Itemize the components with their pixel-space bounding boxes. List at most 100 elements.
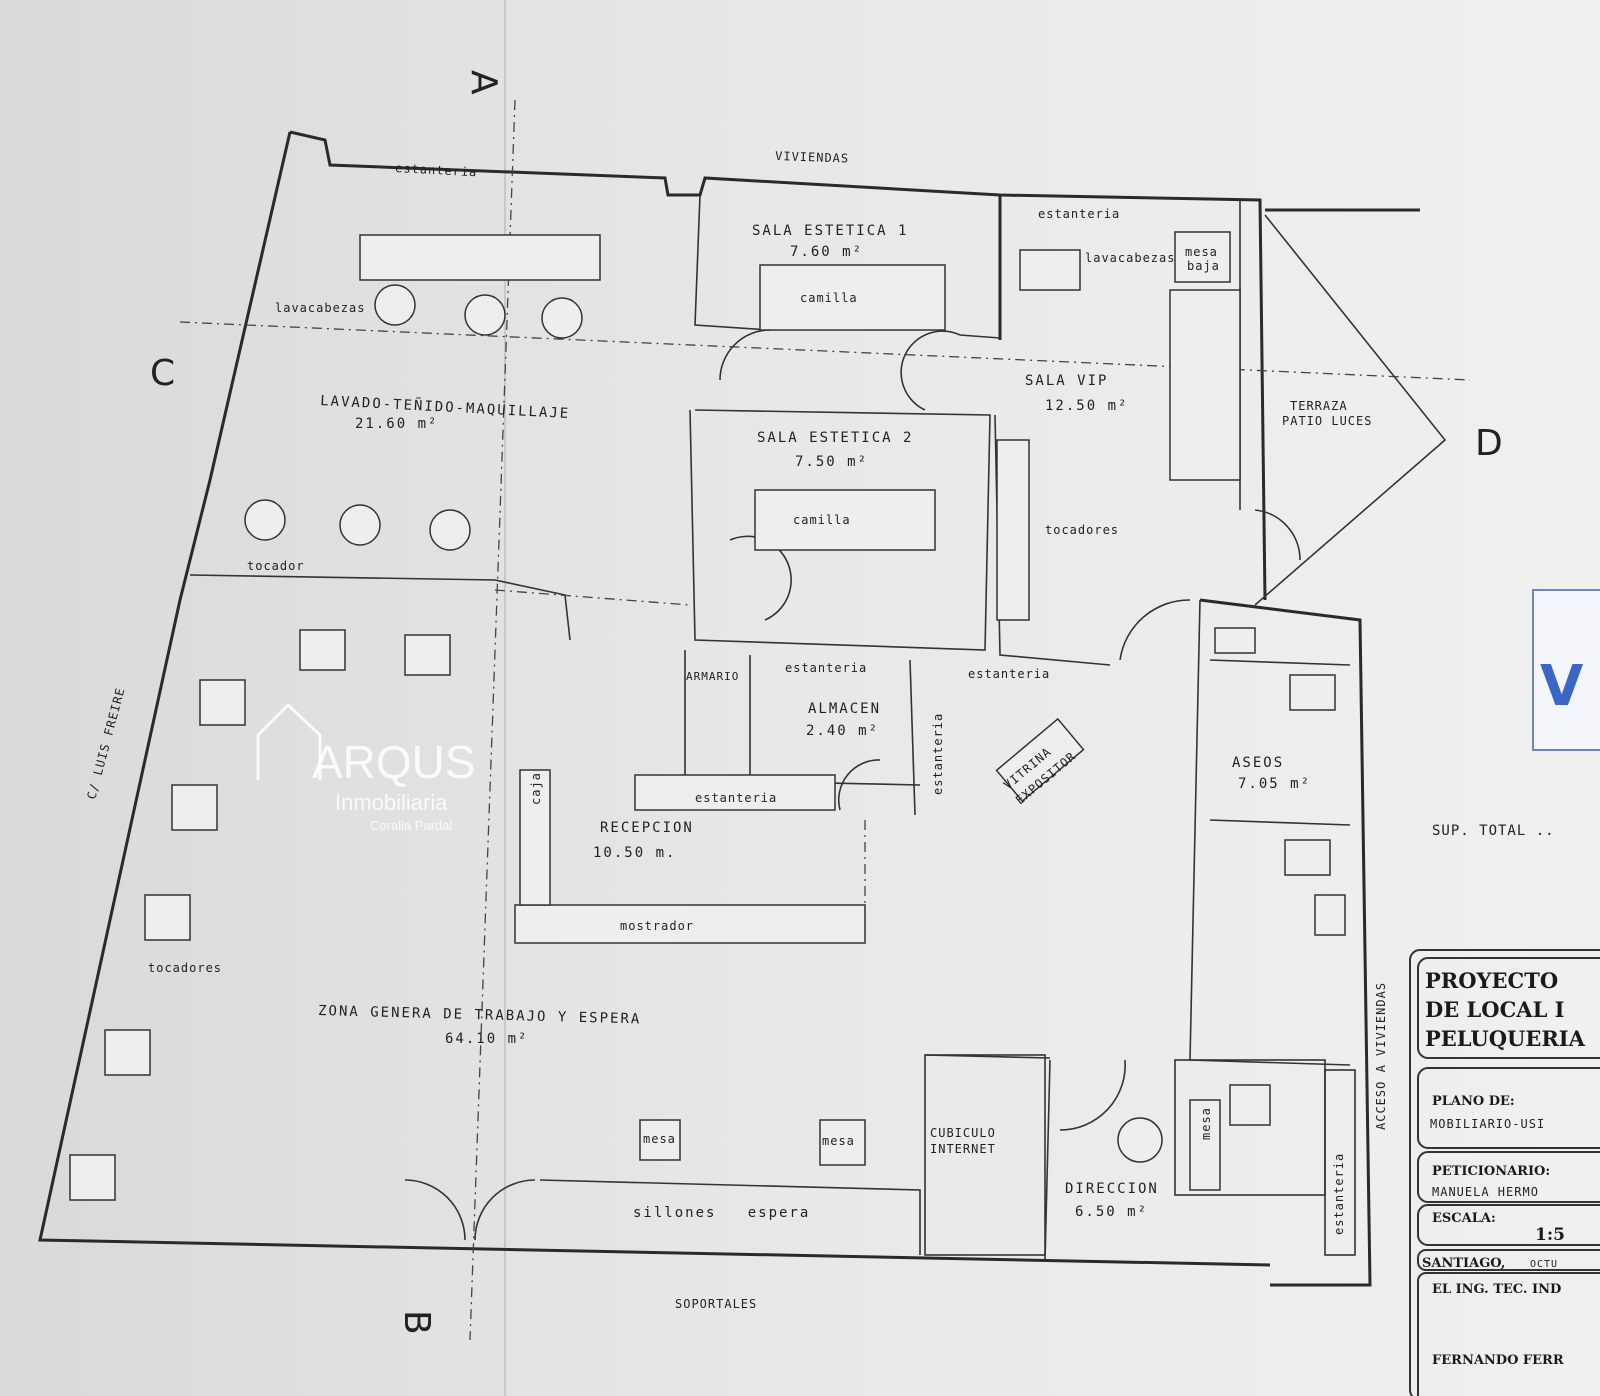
toilet-icon — [1284, 839, 1331, 876]
watermark-line-2: Inmobiliaria — [335, 790, 448, 815]
plano-value: MOBILIARIO-USI — [1430, 1117, 1545, 1131]
chair-icon — [299, 629, 346, 671]
terrace-outline — [1254, 214, 1447, 606]
peticionario-label: PETICIONARIO: — [1432, 1164, 1550, 1179]
display-cabinet — [995, 717, 1085, 803]
toilet-icon — [1289, 674, 1336, 711]
room-sub-cubiculo: INTERNET — [930, 1142, 996, 1156]
chair-icon — [374, 284, 416, 326]
section-marker-d: D — [1475, 423, 1503, 464]
title-block: PROYECTO DE LOCAL I PELUQUERIA PLANO DE:… — [1409, 949, 1600, 1396]
label-tocadores: tocadores — [148, 961, 222, 975]
street-label-right: ACCESO A VIVIENDAS — [1374, 982, 1388, 1130]
label-mesa-baja: baja — [1187, 259, 1220, 273]
chair-icon — [171, 784, 218, 831]
chair-icon — [69, 1154, 116, 1201]
label-mesa: mesa — [643, 1132, 676, 1146]
label-estanteria: estanteria — [1332, 1153, 1346, 1235]
label-sillones-espera: sillones espera — [633, 1205, 810, 1221]
chair-icon — [541, 297, 583, 339]
room-area-estetica-2: 7.50 m² — [795, 454, 868, 470]
room-name-vip: SALA VIP — [1025, 373, 1108, 389]
section-line-c-d — [179, 321, 1471, 381]
label-mostrador: mostrador — [620, 919, 694, 933]
label-camilla: camilla — [793, 513, 851, 527]
street-label-top: VIVIENDAS — [775, 149, 849, 166]
chair-icon — [144, 894, 191, 941]
project-title-line-3: PELUQUERIA — [1425, 1026, 1586, 1051]
dash-line — [494, 589, 691, 606]
plano-label: PLANO DE: — [1432, 1094, 1515, 1109]
sink-icon — [1314, 894, 1346, 936]
room-name-terraza: TERRAZA — [1290, 399, 1348, 413]
partial-logo-letter: V — [1540, 654, 1584, 719]
label-mesa: mesa — [1199, 1107, 1213, 1140]
partial-logo — [1532, 589, 1600, 751]
street-label-bottom: SOPORTALES — [675, 1297, 757, 1311]
chair-icon — [244, 499, 286, 541]
label-tocador: tocador — [247, 559, 305, 573]
project-title-line-2: DE LOCAL I — [1425, 997, 1565, 1022]
section-marker-c: C — [150, 353, 175, 394]
room-name-aseos: ASEOS — [1232, 755, 1284, 771]
wash-basin-counter — [359, 234, 601, 281]
chair-icon — [464, 294, 506, 336]
section-marker-b: B — [396, 1310, 437, 1335]
chair-icon — [404, 634, 451, 676]
outer-walls — [38, 130, 1420, 1287]
label-estanteria: estanteria — [785, 661, 867, 675]
room-name-estetica-2: SALA ESTETICA 2 — [757, 430, 913, 446]
room-name-estetica-1: SALA ESTETICA 1 — [752, 223, 908, 239]
chair-icon — [1117, 1117, 1163, 1163]
escala-value: 1:5 — [1535, 1225, 1565, 1245]
room-name-almacen: ALMACEN — [808, 701, 881, 717]
room-area-almacen: 2.40 m² — [806, 723, 879, 739]
treatment-bed — [754, 489, 936, 551]
treatment-bed — [759, 264, 946, 331]
label-lavacabezas: lavacabezas — [275, 301, 365, 315]
table — [819, 1119, 866, 1166]
sup-total: SUP. TOTAL .. — [1432, 823, 1555, 839]
label-estanteria: estanteria — [395, 161, 478, 179]
room-name-direccion: DIRECCION — [1065, 1181, 1159, 1197]
label-estanteria: estanteria — [931, 713, 945, 795]
sink-icon — [1214, 627, 1256, 654]
escala-label: ESCALA: — [1432, 1211, 1496, 1226]
lugar: SANTIAGO, — [1422, 1256, 1505, 1271]
room-area-zona: 64.10 m² — [445, 1031, 528, 1047]
ingeniero-label: EL ING. TEC. IND — [1432, 1282, 1561, 1297]
room-name-recepcion: RECEPCION — [600, 820, 694, 836]
wash-basin — [1019, 249, 1081, 291]
watermark-line-3: Coralia Pardal — [370, 818, 452, 833]
chair-icon — [339, 504, 381, 546]
chair-icon — [104, 1029, 151, 1076]
section-marker-a: A — [463, 70, 504, 95]
room-name-cubiculo: CUBICULO — [930, 1126, 996, 1140]
ingeniero-name: FERNANDO FERR — [1432, 1353, 1564, 1368]
desk — [1189, 1099, 1221, 1191]
cash-desk — [519, 769, 551, 906]
vanity — [996, 439, 1030, 621]
furniture — [69, 231, 1346, 1201]
label-mesa: mesa — [822, 1134, 855, 1148]
room-area-lavado: 21.60 m² — [355, 416, 438, 432]
label-tocadores: tocadores — [1045, 523, 1119, 537]
room-area-estetica-1: 7.60 m² — [790, 244, 863, 260]
room-area-recepcion: 10.50 m. — [593, 845, 676, 861]
sofa — [1169, 289, 1241, 481]
shelf — [634, 774, 836, 811]
room-area-direccion: 6.50 m² — [1075, 1204, 1148, 1220]
room-area-aseos: 7.05 m² — [1238, 776, 1311, 792]
label-camilla: camilla — [800, 291, 858, 305]
label-lavacabezas: lavacabezas — [1085, 251, 1175, 265]
doors — [404, 329, 1301, 1241]
section-line-a-b — [469, 99, 516, 1341]
peticionario-value: MANUELA HERMO — [1432, 1185, 1539, 1199]
label-estanteria: estanteria — [695, 791, 777, 805]
room-area-vip: 12.50 m² — [1045, 398, 1128, 414]
reception-counter — [514, 904, 866, 944]
table — [639, 1119, 681, 1161]
watermark-house-icon — [256, 702, 322, 780]
label-caja: caja — [529, 772, 543, 805]
room-sub-terraza: PATIO LUCES — [1282, 414, 1372, 428]
